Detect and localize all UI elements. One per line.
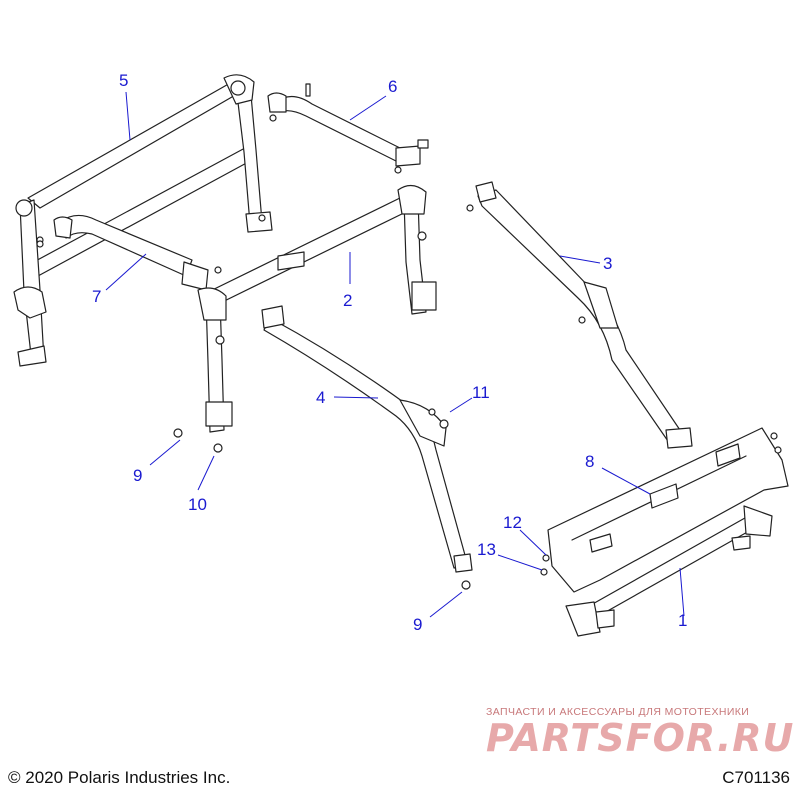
- callout-13: 13: [477, 540, 496, 559]
- part-3-right-pillar: [466, 181, 693, 449]
- part-5-rear-frame: [13, 74, 273, 367]
- callout-1: 1: [678, 611, 688, 630]
- callout-2: 2: [343, 291, 353, 310]
- fasteners: [36, 214, 550, 590]
- callout-8: 8: [585, 452, 595, 471]
- part-7-side-brace: [36, 214, 222, 291]
- callout-5: 5: [119, 71, 129, 90]
- callout-11: 11: [472, 383, 490, 402]
- callout-12: 12: [503, 513, 522, 532]
- callout-9-bottom: 9: [413, 615, 423, 634]
- part-6-upper-brace: [267, 83, 429, 174]
- callout-9-left: 9: [133, 466, 143, 485]
- diagram-code: C701136: [722, 768, 790, 787]
- callout-7: 7: [92, 287, 102, 306]
- copyright-text: © 2020 Polaris Industries Inc.: [8, 768, 231, 787]
- part-4-front-pillar: [261, 305, 473, 573]
- watermark-tagline: ЗАПЧАСТИ И АКСЕССУАРЫ ДЛЯ МОТОТЕХНИКИ: [486, 706, 750, 718]
- part-1-cross-bar: [565, 505, 773, 637]
- callout-3: 3: [603, 254, 613, 273]
- callout-4: 4: [316, 388, 326, 407]
- callout-6: 6: [388, 77, 398, 96]
- part-2-main-frame: [197, 184, 437, 433]
- watermark-brand: PARTSFOR.RU: [486, 716, 795, 760]
- leader-lines: [105, 91, 685, 618]
- callout-10: 10: [188, 495, 207, 514]
- part-8-header-panel: [547, 427, 789, 593]
